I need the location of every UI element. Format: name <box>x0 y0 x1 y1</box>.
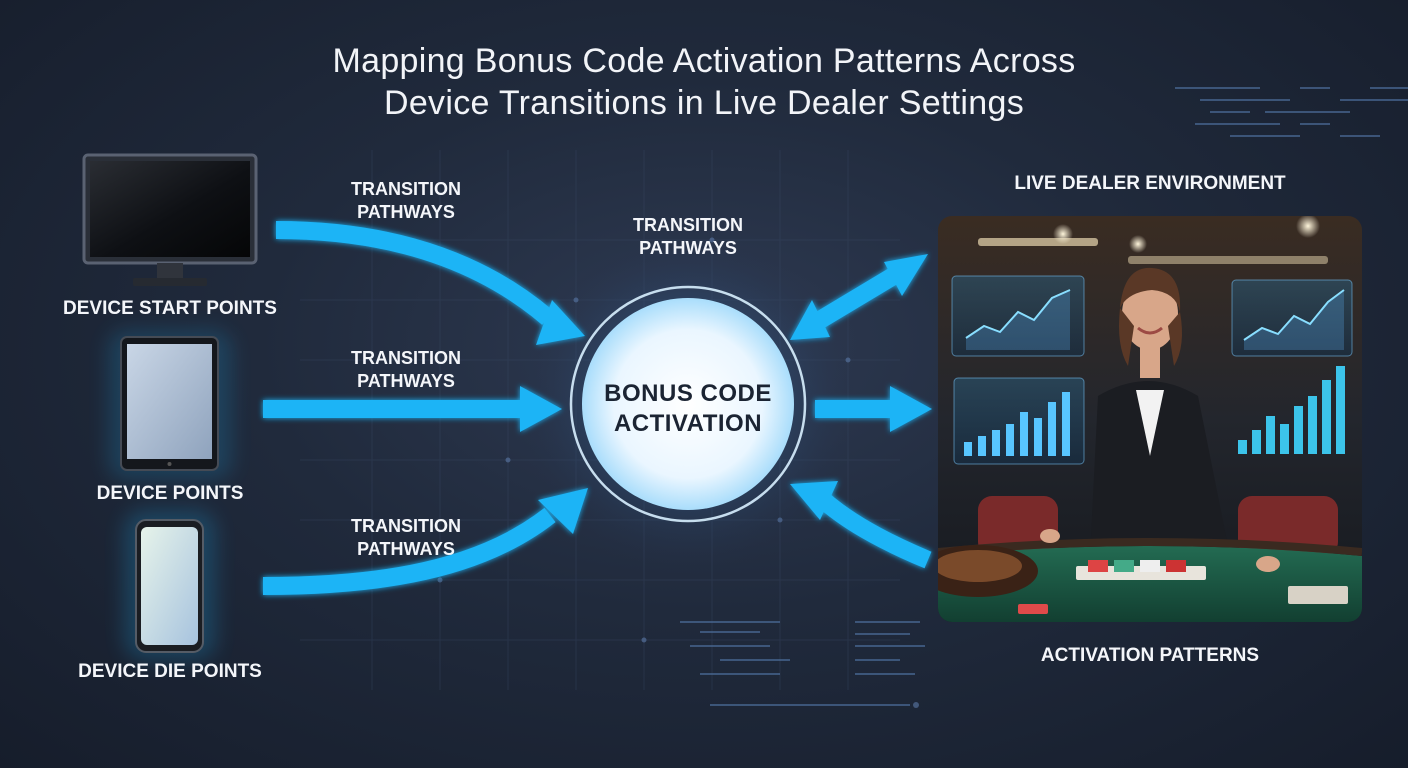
pathway-label-1: TRANSITION PATHWAYS <box>316 178 496 224</box>
center-line-2: ACTIVATION <box>584 409 792 439</box>
activation-patterns-label: ACTIVATION PATTERNS <box>980 644 1320 667</box>
center-label: BONUS CODE ACTIVATION <box>584 379 792 439</box>
live-dealer-scene <box>938 216 1362 622</box>
live-dealer-environment-label: LIVE DEALER ENVIRONMENT <box>980 172 1320 195</box>
analytics-line-chart-panel-right <box>1232 280 1352 356</box>
analytics-bar-chart-panel-left <box>954 378 1084 464</box>
analytics-line-chart-panel-left <box>952 276 1084 356</box>
pathway-label-4: TRANSITION PATHWAYS <box>316 515 496 561</box>
center-line-1: BONUS CODE <box>584 379 792 409</box>
pathway-label-3: TRANSITION PATHWAYS <box>316 347 496 393</box>
pathway-label-2: TRANSITION PATHWAYS <box>598 214 778 260</box>
